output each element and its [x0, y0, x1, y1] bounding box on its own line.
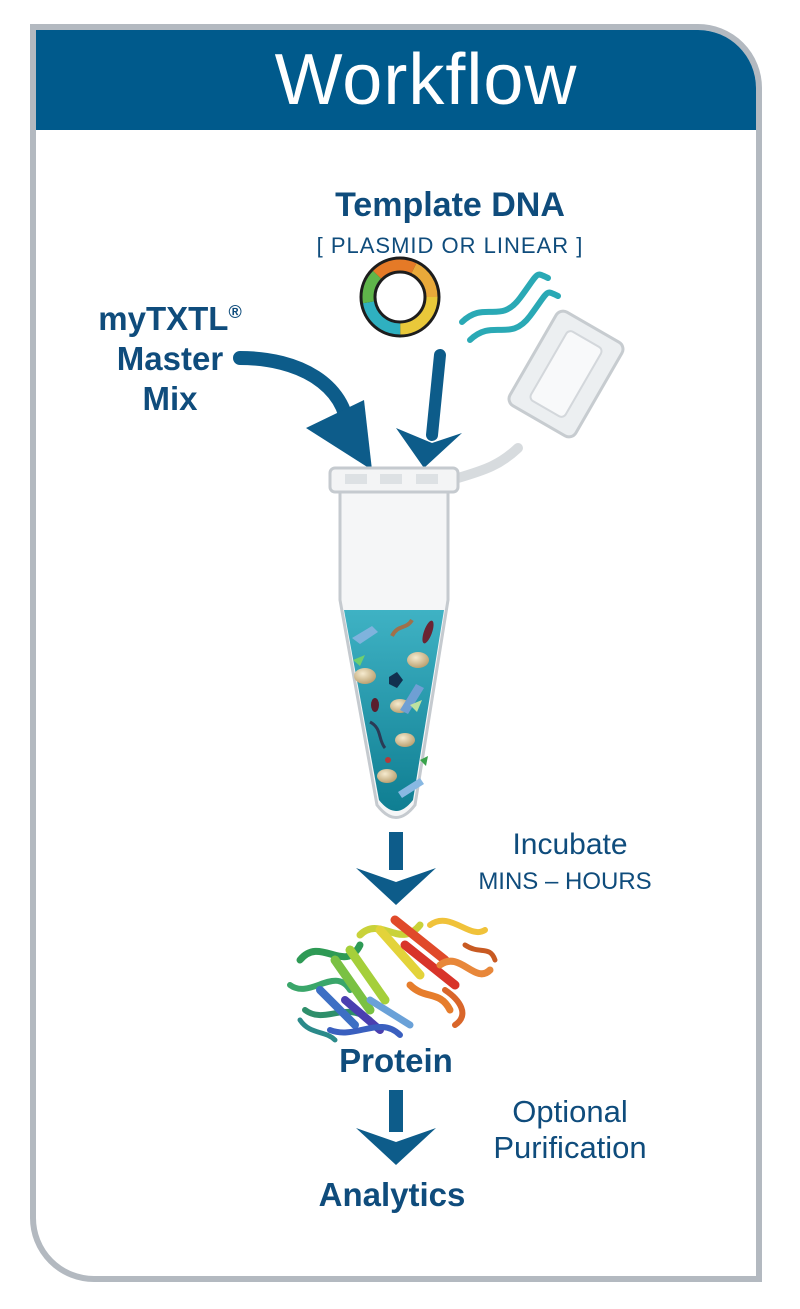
master-mix-line3: Mix — [142, 380, 198, 417]
master-mix-line2: Master — [116, 340, 224, 377]
template-dna-title: Template DNA — [335, 186, 565, 224]
master-mix-label: myTXTL® Master Mix — [70, 292, 270, 419]
workflow-card: Workflow — [30, 24, 762, 1282]
purification-line2: Purification — [493, 1130, 647, 1165]
analytics-label: Analytics — [318, 1176, 466, 1213]
purification-label: Optional Purification — [470, 1094, 670, 1166]
purification-line1: Optional — [512, 1094, 628, 1129]
linear-dna-icon — [459, 271, 561, 343]
page-title: Workflow — [274, 40, 578, 120]
header-banner: Workflow — [36, 30, 756, 130]
incubate-duration: MINS – HOURS — [478, 868, 652, 895]
reaction-tube — [328, 309, 625, 819]
template-dna-subtitle: [ PLASMID OR LINEAR ] — [316, 233, 584, 258]
arrow-incubate-icon — [356, 832, 436, 905]
master-mix-line1: myTXTL — [98, 300, 229, 337]
arrow-master-mix-icon — [233, 351, 372, 470]
tube-lid-icon — [453, 309, 625, 483]
incubate-label: Incubate — [512, 828, 628, 861]
arrow-template-dna-icon — [396, 349, 462, 468]
arrow-purification-icon — [356, 1090, 436, 1165]
plasmid-icon — [359, 256, 441, 338]
protein-structure-icon — [287, 915, 498, 1043]
protein-label: Protein — [339, 1042, 453, 1079]
registered-mark: ® — [228, 302, 242, 322]
tube-contents — [352, 618, 434, 798]
